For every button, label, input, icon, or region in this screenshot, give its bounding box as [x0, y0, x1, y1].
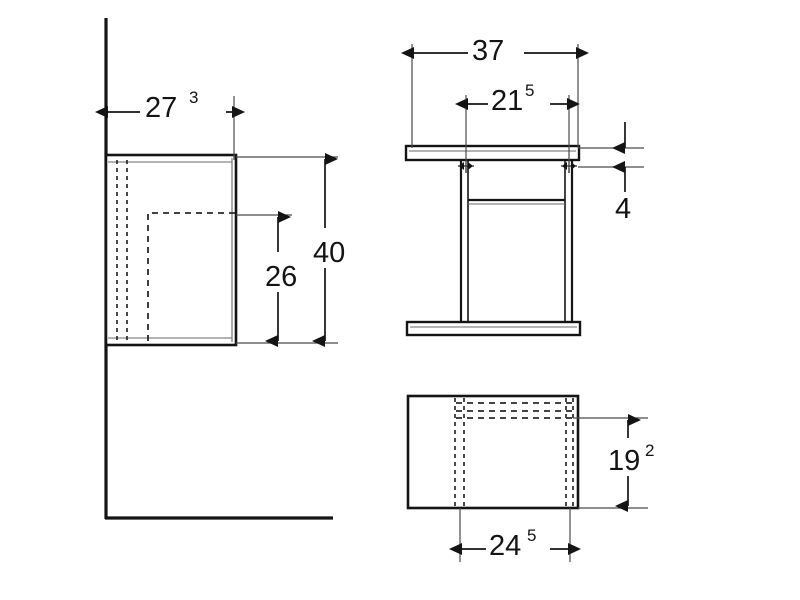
dim-total-height-value: 40 [313, 237, 345, 269]
dim-plan-depth-value: 19 [608, 445, 640, 477]
dim-depth-text-bg [140, 88, 226, 122]
plan-outline [406, 394, 580, 510]
dim-plan-depth-text-bg [606, 438, 668, 476]
dim-plan-width-superscript: 5 [527, 526, 536, 545]
dim-total-width-value: 37 [472, 35, 504, 67]
front-top-slab [404, 144, 581, 162]
dim-total-height-text-bg [310, 228, 356, 268]
dim-plan-width-value: 24 [489, 530, 521, 562]
front-elevation-view: 37 21 5 4 [401, 30, 644, 337]
side-body-outline [104, 153, 238, 347]
dim-total-width-text-bg [468, 30, 524, 66]
dim-mount-spacing-text-bg [488, 80, 550, 116]
dim-body-height-text-bg [262, 252, 308, 292]
front-bottom-slab [405, 320, 582, 337]
plan-top-view: 19 2 24 5 [406, 394, 668, 562]
dim-mount-spacing-value: 21 [491, 85, 523, 117]
side-elevation-view: 27 3 40 26 [95, 18, 356, 520]
dim-depth-value: 27 [145, 92, 177, 124]
dim-plan-width-text-bg [486, 526, 550, 562]
dim-body-height-value: 26 [265, 261, 297, 293]
dim-thickness-value: 4 [615, 193, 631, 225]
dim-mount-spacing-superscript: 5 [525, 81, 534, 100]
dim-plan-depth-superscript: 2 [645, 441, 654, 460]
dim-depth-superscript: 3 [189, 88, 198, 107]
